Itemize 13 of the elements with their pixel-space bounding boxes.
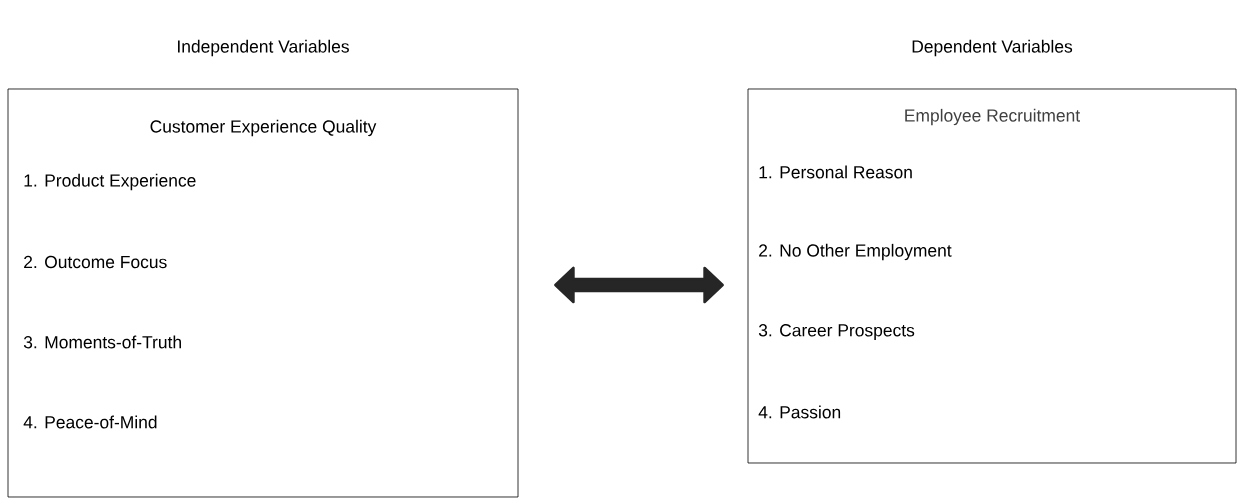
double-arrow — [554, 266, 724, 304]
list-item: 3. Moments-of-Truth — [23, 335, 181, 349]
list-item: 4. Peace-of-Mind — [23, 415, 157, 429]
box-title: Customer Experience Quality — [150, 119, 377, 137]
box-title: Employee Recruitment — [905, 108, 1080, 126]
list-item: 2. Outcome Focus — [24, 255, 167, 269]
column-heading: Dependent Variables — [912, 39, 1073, 57]
list-item: 1. Product Experience — [24, 173, 196, 191]
column-heading: Independent Variables — [178, 39, 349, 57]
list-item: 4. Passion — [758, 405, 841, 419]
list-item: 3. Career Prospects — [758, 324, 915, 340]
list-item: 1. Personal Reason — [759, 165, 912, 179]
list-item: 2. No Other Employment — [759, 243, 952, 261]
